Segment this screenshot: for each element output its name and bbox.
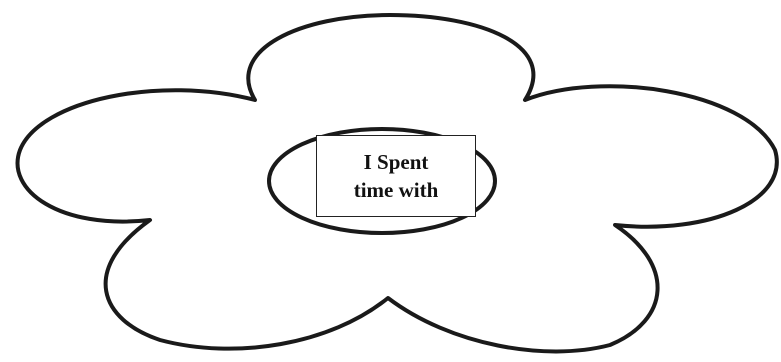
center-label-box: I Spent time with [316,135,476,217]
center-label-line-1: I Spent [364,148,429,176]
center-label-line-2: time with [354,176,439,204]
